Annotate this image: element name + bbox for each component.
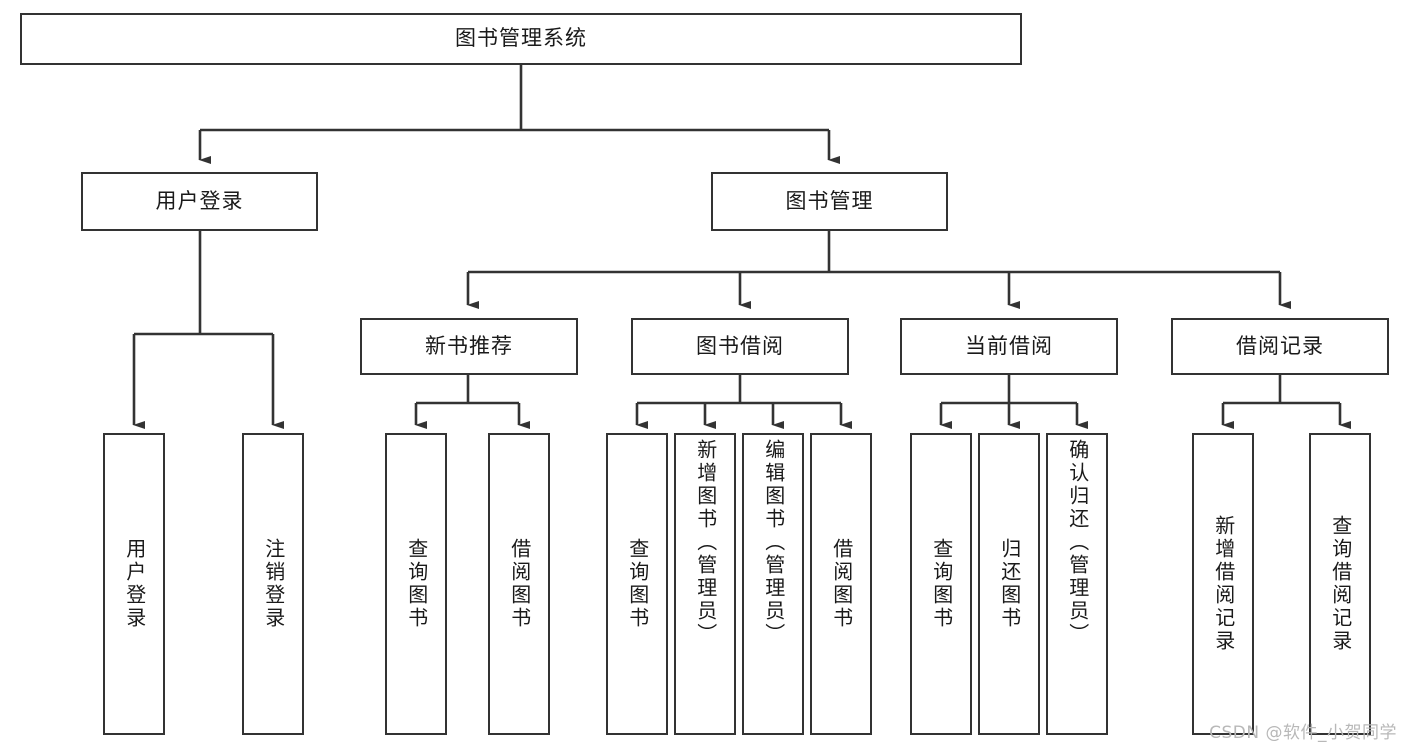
node-label: 查询图书 bbox=[625, 538, 650, 630]
leaf-query-book-recommend[interactable]: 查询图书 bbox=[385, 433, 447, 735]
node-label: 编辑图书（管理员） bbox=[761, 439, 786, 646]
node-label: 借阅记录 bbox=[1236, 333, 1324, 358]
node-label: 归还图书 bbox=[997, 538, 1022, 630]
node-user-login[interactable]: 用户登录 bbox=[81, 172, 318, 231]
node-root-book-management-system[interactable]: 图书管理系统 bbox=[20, 13, 1022, 65]
node-label: 图书管理系统 bbox=[455, 26, 587, 51]
node-label: 查询借阅记录 bbox=[1328, 515, 1353, 653]
leaf-borrow-book[interactable]: 借阅图书 bbox=[810, 433, 872, 735]
leaf-query-book-current[interactable]: 查询图书 bbox=[910, 433, 972, 735]
node-borrow-record[interactable]: 借阅记录 bbox=[1171, 318, 1389, 375]
leaf-user-logout[interactable]: 注销登录 bbox=[242, 433, 304, 735]
watermark: CSDN @软件_小贺同学 bbox=[1209, 723, 1397, 743]
node-label: 图书借阅 bbox=[696, 333, 784, 358]
node-label: 用户登录 bbox=[155, 188, 244, 213]
leaf-query-book-borrow[interactable]: 查询图书 bbox=[606, 433, 668, 735]
node-label: 图书管理 bbox=[785, 188, 874, 213]
leaf-edit-book-admin[interactable]: 编辑图书（管理员） bbox=[742, 433, 804, 735]
node-label: 注销登录 bbox=[261, 538, 286, 630]
node-label: 查询图书 bbox=[404, 538, 429, 630]
node-label: 新增借阅记录 bbox=[1211, 515, 1236, 653]
leaf-return-book[interactable]: 归还图书 bbox=[978, 433, 1040, 735]
node-label: 新增图书（管理员） bbox=[693, 439, 718, 646]
leaf-user-login[interactable]: 用户登录 bbox=[103, 433, 165, 735]
leaf-add-book-admin[interactable]: 新增图书（管理员） bbox=[674, 433, 736, 735]
node-label: 确认归还（管理员） bbox=[1065, 439, 1090, 646]
node-book-borrow[interactable]: 图书借阅 bbox=[631, 318, 849, 375]
node-current-borrow[interactable]: 当前借阅 bbox=[900, 318, 1118, 375]
leaf-query-borrow-record[interactable]: 查询借阅记录 bbox=[1309, 433, 1371, 735]
leaf-add-borrow-record[interactable]: 新增借阅记录 bbox=[1192, 433, 1254, 735]
node-label: 借阅图书 bbox=[829, 538, 854, 630]
node-label: 新书推荐 bbox=[425, 333, 513, 358]
node-label: 借阅图书 bbox=[507, 538, 532, 630]
node-label: 查询图书 bbox=[929, 538, 954, 630]
leaf-borrow-book-recommend[interactable]: 借阅图书 bbox=[488, 433, 550, 735]
node-label: 用户登录 bbox=[122, 538, 147, 630]
node-label: 当前借阅 bbox=[965, 333, 1053, 358]
leaf-confirm-return-admin[interactable]: 确认归还（管理员） bbox=[1046, 433, 1108, 735]
node-book-management[interactable]: 图书管理 bbox=[711, 172, 948, 231]
node-new-book-recommend[interactable]: 新书推荐 bbox=[360, 318, 578, 375]
